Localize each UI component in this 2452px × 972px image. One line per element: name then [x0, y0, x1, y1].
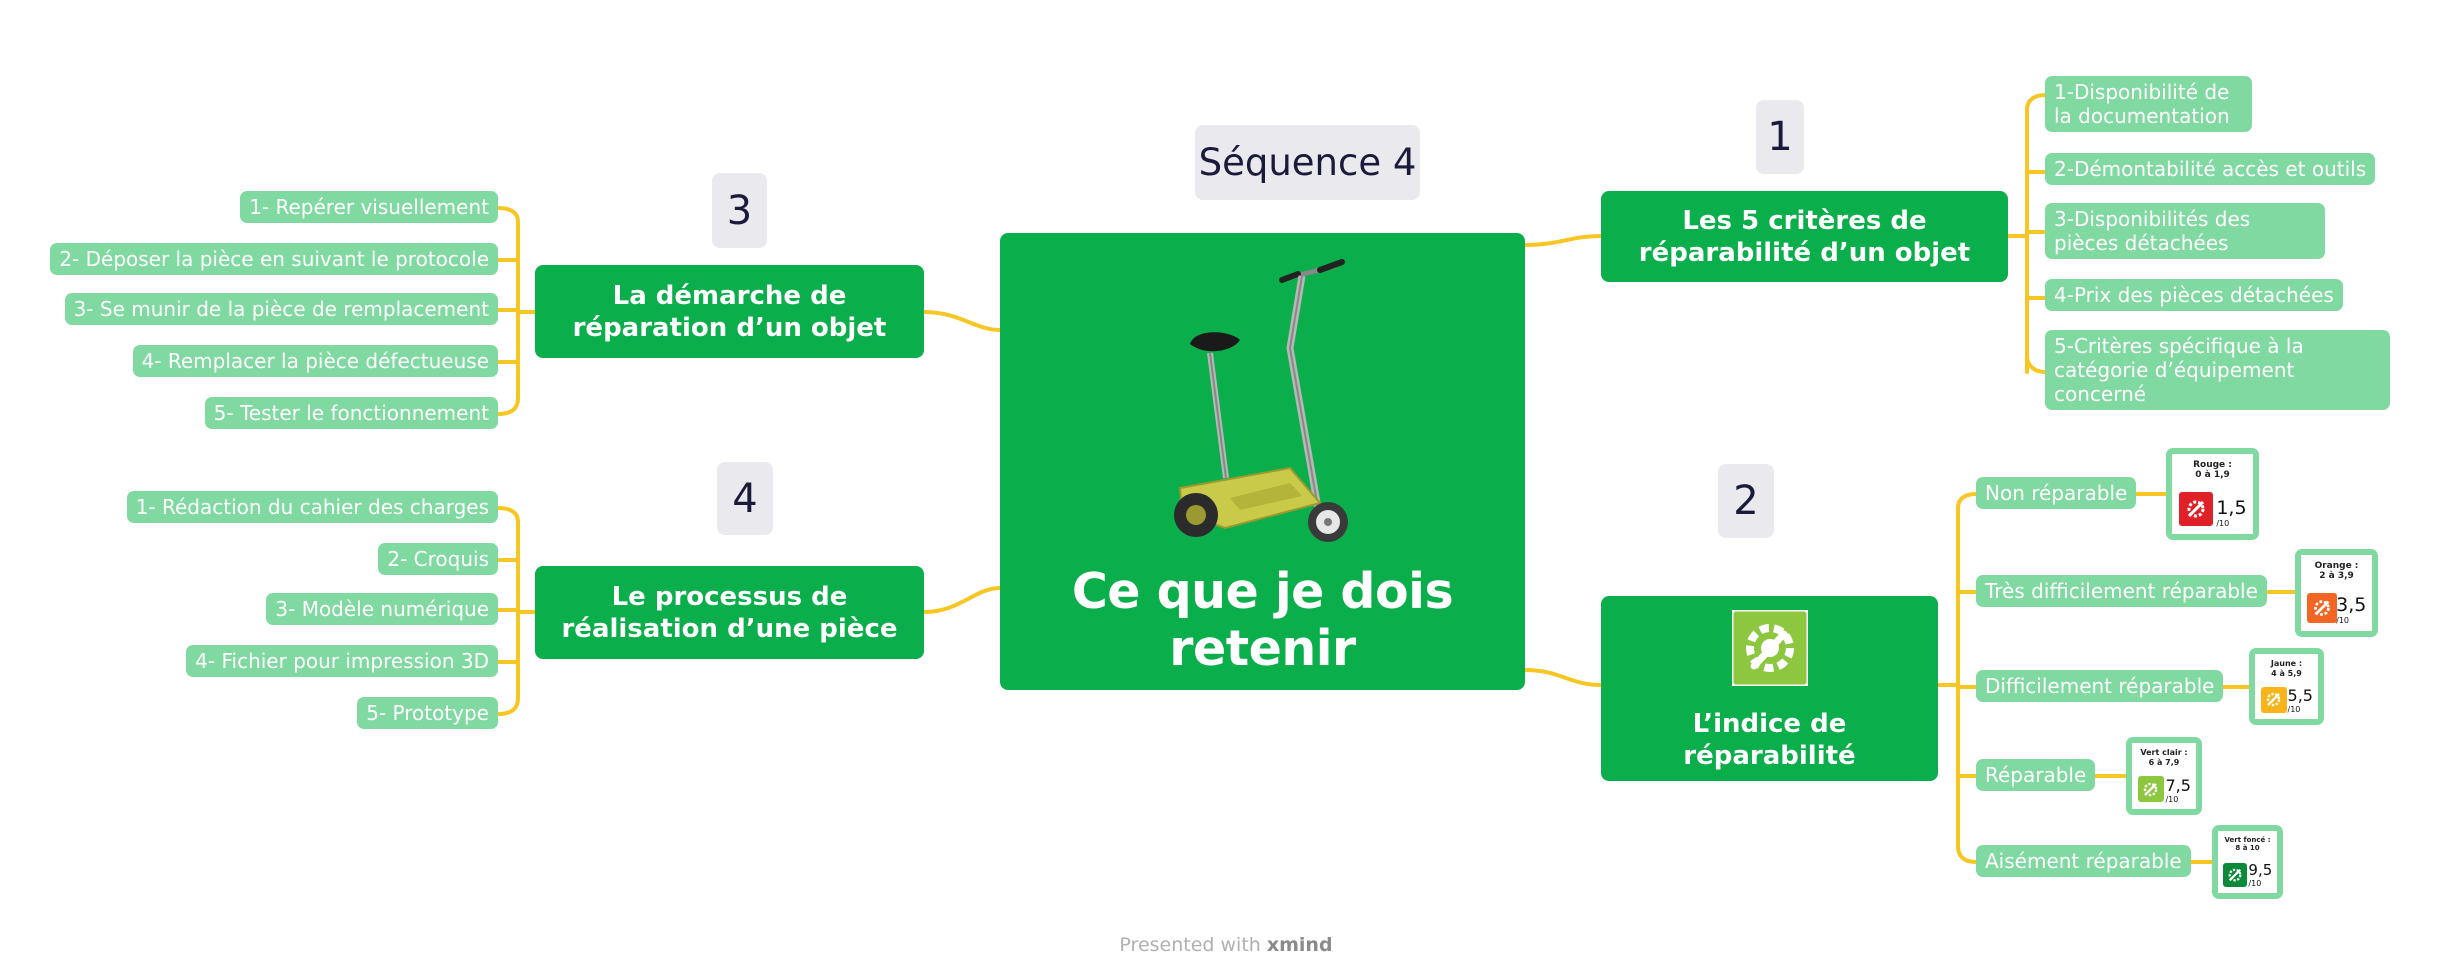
criterion-3[interactable]: 3-Disponibilités des pièces détachées — [2045, 203, 2325, 259]
repair-badge-yellow[interactable]: Jaune :4 à 5,9 5,5/10 — [2249, 648, 2324, 725]
process-step-3[interactable]: 3- Modèle numérique — [266, 593, 498, 625]
criterion-5[interactable]: 5-Critères spécifique à la catégorie d’é… — [2045, 330, 2390, 410]
criterion-4[interactable]: 4-Prix des pièces détachées — [2045, 279, 2343, 311]
repair-gear-icon — [1731, 610, 1808, 686]
footer-prefix: Presented with — [1119, 934, 1261, 956]
gear-icon — [2223, 862, 2248, 887]
branch-3-topic[interactable]: La démarche de réparation d’un objet — [535, 265, 924, 358]
repair-step-1[interactable]: 1- Repérer visuellement — [240, 191, 498, 223]
branch-1-topic[interactable]: Les 5 critères de réparabilité d’un obje… — [1601, 191, 2008, 282]
process-step-5[interactable]: 5- Prototype — [357, 697, 498, 729]
central-topic[interactable]: Ce que je dois retenir — [1000, 233, 1525, 690]
electric-scooter-image — [1174, 259, 1348, 542]
repair-badge-orange[interactable]: Orange :2 à 3,9 3,5/10 — [2295, 549, 2378, 637]
footer-credit: Presented with xmind — [0, 934, 2452, 956]
repair-level-2[interactable]: Très difficilement réparable — [1976, 575, 2267, 607]
sequence-label: Séquence 4 — [1195, 125, 1420, 200]
branch-4-number: 4 — [717, 462, 773, 535]
process-step-4[interactable]: 4- Fichier pour impression 3D — [186, 645, 498, 677]
criterion-2[interactable]: 2-Démontabilité accès et outils — [2045, 153, 2376, 185]
repair-badge-light-green[interactable]: Vert clair :6 à 7,9 7,5/10 — [2126, 737, 2202, 815]
criterion-1[interactable]: 1-Disponibilité de la documentation — [2045, 76, 2252, 132]
repair-step-4[interactable]: 4- Remplacer la pièce défectueuse — [132, 345, 498, 377]
repair-level-5[interactable]: Aisément réparable — [1976, 845, 2191, 877]
gear-icon — [2307, 593, 2338, 624]
repair-step-2[interactable]: 2- Déposer la pièce en suivant le protoc… — [50, 243, 498, 275]
process-step-2[interactable]: 2- Croquis — [378, 543, 498, 575]
repair-badge-red[interactable]: Rouge :0 à 1,9 1,5/10 — [2166, 448, 2259, 540]
repair-badge-dark-green[interactable]: Vert foncé :8 à 10 9,5/10 — [2212, 825, 2283, 899]
central-title: Ce que je dois retenir — [1071, 563, 1454, 677]
gear-icon — [2260, 686, 2287, 713]
process-step-1[interactable]: 1- Rédaction du cahier des charges — [126, 491, 498, 523]
branch-2-topic[interactable]: L’indice de réparabilité — [1601, 596, 1938, 781]
gear-icon — [2179, 492, 2214, 526]
repair-level-4[interactable]: Réparable — [1976, 759, 2096, 791]
footer-brand[interactable]: xmind — [1266, 934, 1333, 956]
repair-step-5[interactable]: 5- Tester le fonctionnement — [204, 397, 498, 429]
repair-level-1[interactable]: Non réparable — [1976, 477, 2137, 509]
repair-step-3[interactable]: 3- Se munir de la pièce de remplacement — [64, 293, 498, 325]
branch-2-number: 2 — [1718, 464, 1774, 538]
branch-4-topic[interactable]: Le processus de réalisation d’une pièce — [535, 566, 924, 659]
branch-3-number: 3 — [712, 173, 767, 248]
gear-icon — [2137, 776, 2164, 803]
branch-1-number: 1 — [1756, 100, 1804, 174]
repair-level-3[interactable]: Difficilement réparable — [1976, 670, 2224, 702]
branch-2-title: L’indice de réparabilité — [1683, 709, 1856, 771]
